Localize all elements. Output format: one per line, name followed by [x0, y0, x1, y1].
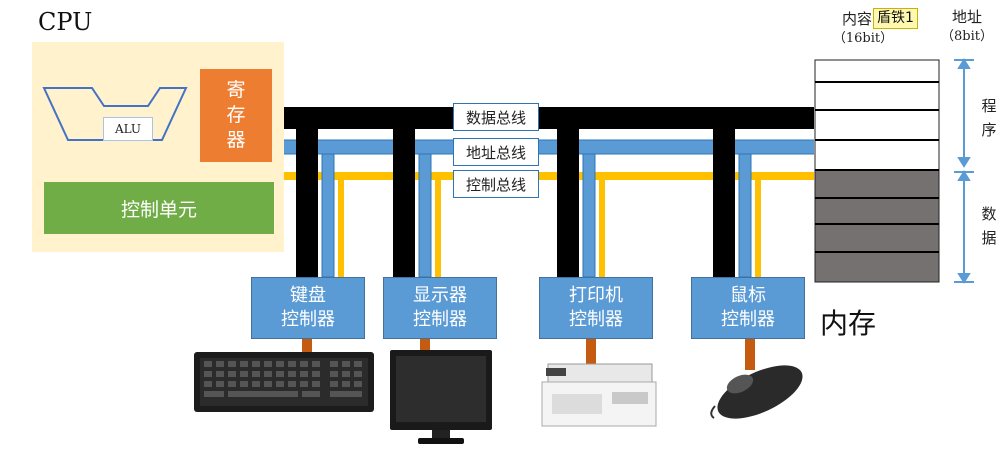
data-label-1: 数	[981, 205, 997, 223]
printer-icon	[541, 363, 657, 427]
register-box: 寄 存 器	[200, 69, 272, 162]
data-label: 数 据	[979, 202, 999, 250]
prn-ctrl-drop	[599, 180, 605, 277]
sticker-note: 盾铁1	[873, 8, 918, 29]
control-unit-box: 控制单元	[44, 182, 274, 234]
memory-data-region	[814, 169, 940, 283]
register-label-2: 存	[226, 104, 246, 126]
register-label-3: 器	[226, 129, 246, 151]
kbd-data-drop	[296, 129, 318, 277]
mon-link	[420, 332, 430, 350]
monitor-controller: 显示器 控制器	[383, 277, 497, 339]
memory-program-region	[814, 59, 940, 171]
kbd-ctrl-drop	[338, 180, 344, 277]
mouse-controller: 鼠标 控制器	[691, 277, 805, 339]
program-bracket	[954, 58, 974, 168]
memory-content-width: （16bit）	[832, 31, 894, 46]
printer-controller: 打印机 控制器	[539, 277, 653, 339]
cpu-title: CPU	[38, 8, 93, 36]
prn-link	[586, 332, 596, 366]
program-label: 程 序	[979, 94, 999, 142]
mon-data-drop	[393, 129, 415, 277]
kbd-link	[302, 332, 312, 354]
mouse-controller-line2: 控制器	[721, 309, 775, 330]
keyboard-icon	[194, 352, 374, 412]
alu-label: ALU	[103, 117, 153, 141]
mon-ctrl-drop	[435, 180, 441, 277]
data-label-2: 据	[981, 229, 997, 247]
monitor-icon	[390, 350, 492, 444]
keyboard-controller-line2: 控制器	[281, 309, 335, 330]
memory-content-header: 内容 （16bit）	[828, 10, 898, 48]
alu-shape	[42, 87, 188, 141]
control-bus-label: 控制总线	[453, 170, 539, 198]
mouse-icon	[710, 365, 803, 419]
mouse-addr-drop	[738, 153, 752, 278]
prn-data-drop	[557, 129, 579, 277]
mouse-ctrl-drop	[755, 180, 761, 277]
data-bus-label: 数据总线	[453, 103, 539, 131]
keyboard-controller-line1: 键盘	[290, 285, 326, 306]
control-bus	[284, 172, 814, 180]
mouse-link	[745, 332, 755, 370]
kbd-addr-drop	[321, 153, 335, 278]
mouse-controller-line1: 鼠标	[730, 285, 766, 306]
program-label-1: 程	[981, 97, 997, 115]
prn-addr-drop	[582, 153, 596, 278]
memory-title: 内存	[820, 307, 877, 340]
memory-address-width: （8bit）	[941, 29, 993, 44]
printer-controller-line1: 打印机	[569, 285, 623, 306]
data-bus	[284, 107, 814, 129]
monitor-controller-line2: 控制器	[413, 309, 467, 330]
keyboard-controller: 键盘 控制器	[251, 277, 365, 339]
memory-address-header: 地址 （8bit）	[932, 8, 1002, 46]
monitor-controller-line1: 显示器	[413, 285, 467, 306]
mon-addr-drop	[418, 153, 432, 278]
printer-controller-line2: 控制器	[569, 309, 623, 330]
control-unit-label: 控制单元	[120, 198, 197, 221]
program-label-2: 序	[981, 121, 997, 139]
data-bracket	[954, 170, 974, 284]
register-label-1: 寄	[226, 79, 246, 101]
mouse-data-drop	[713, 129, 735, 277]
memory-address-label: 地址	[951, 8, 982, 26]
memory-content-label: 内容	[842, 10, 873, 28]
address-bus	[284, 140, 814, 154]
address-bus-label: 地址总线	[453, 138, 539, 166]
